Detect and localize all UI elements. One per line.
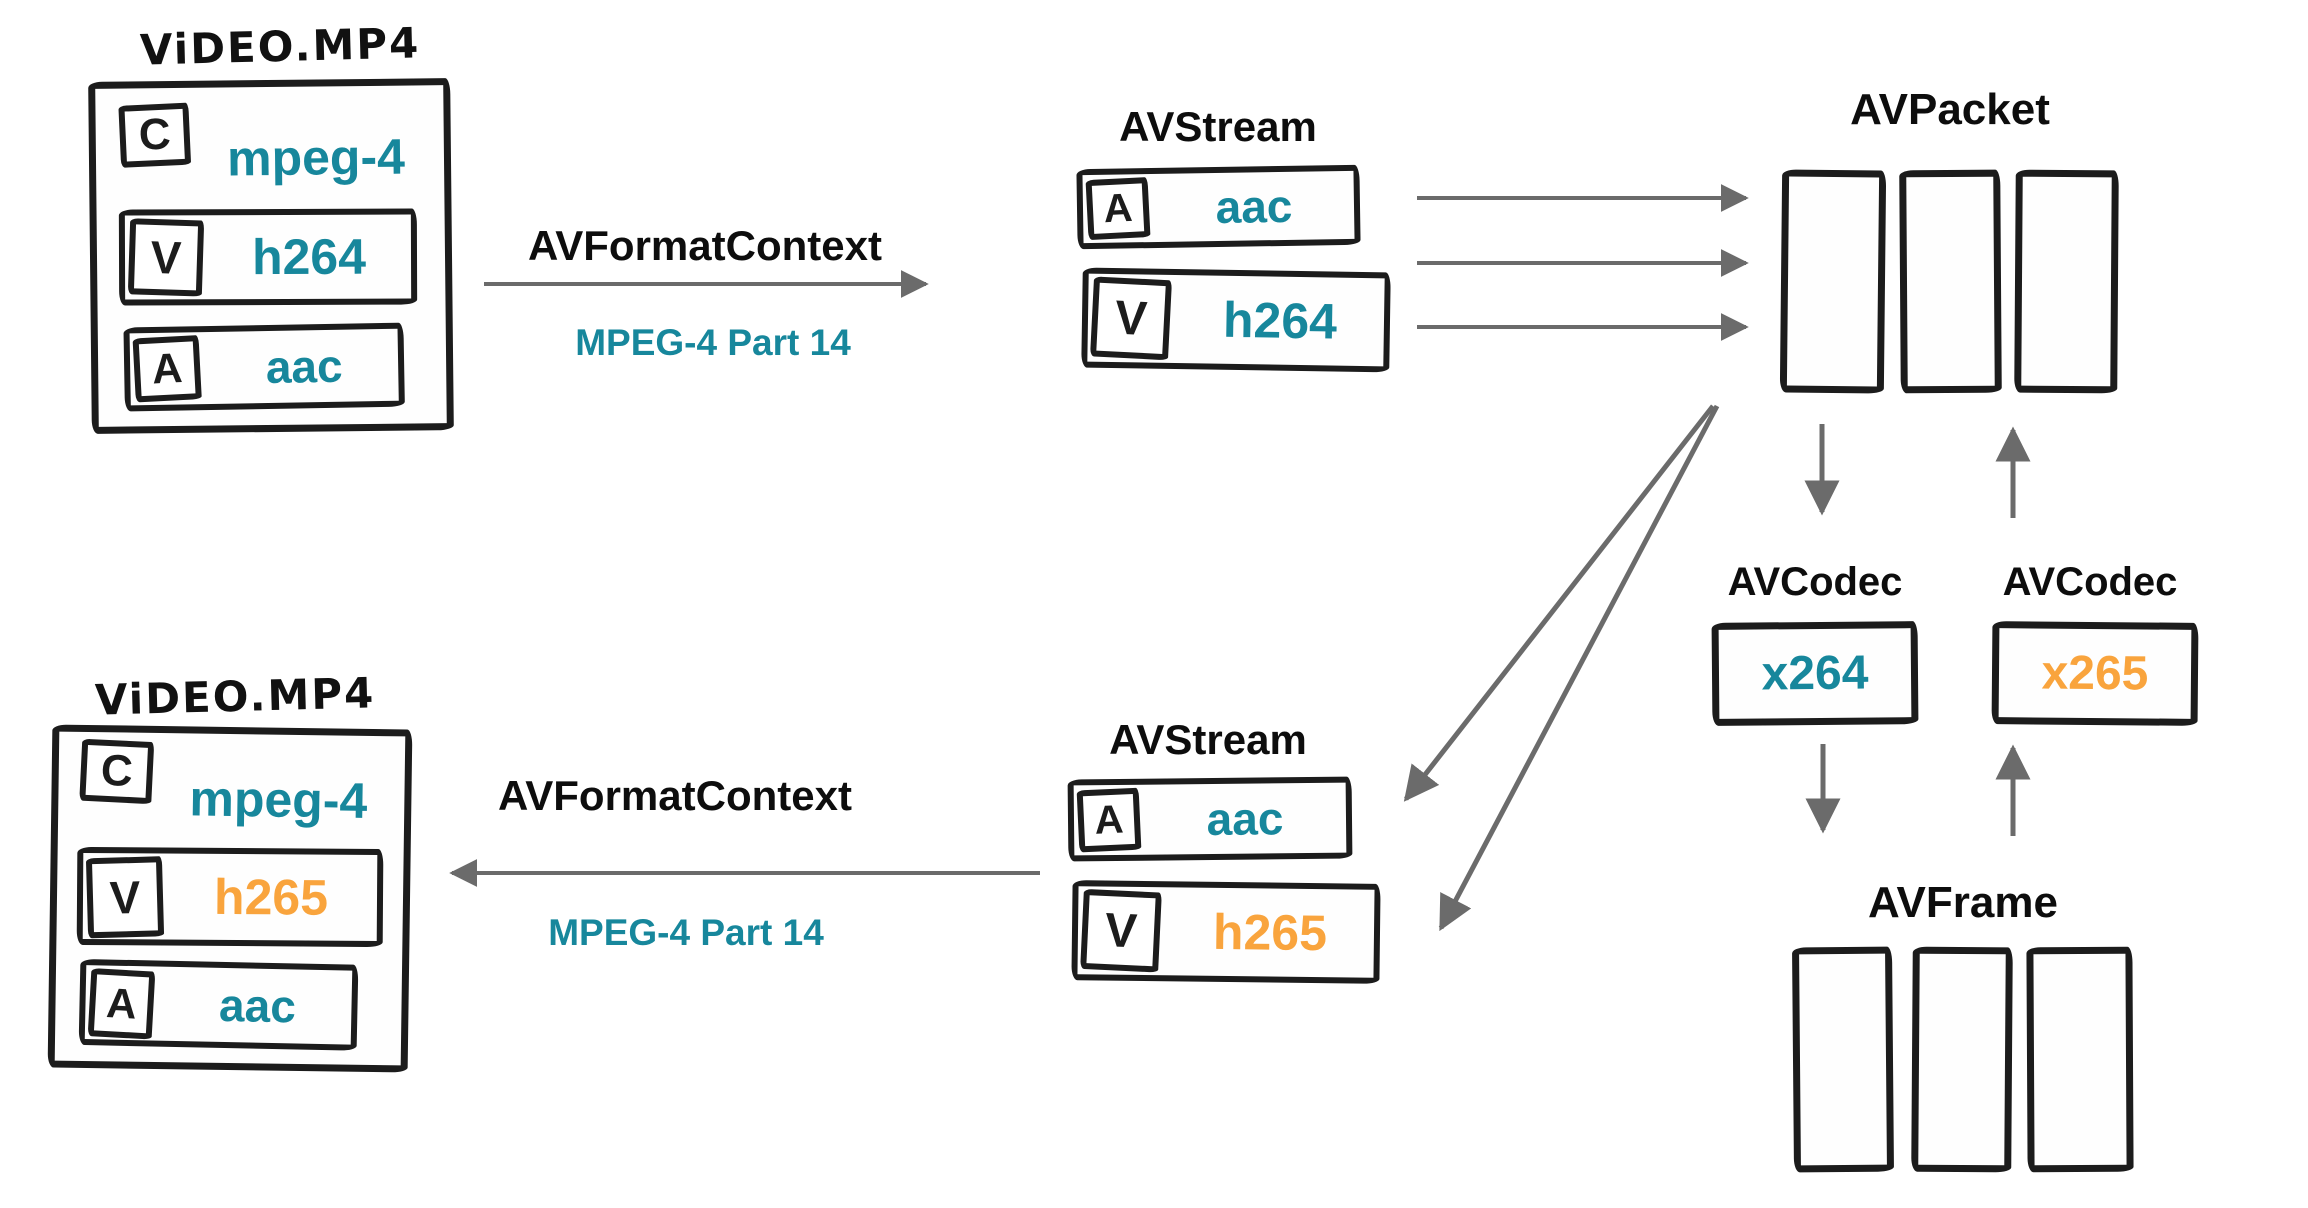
packet-slot [1779,169,1887,394]
demuxer-title: AVFormatContext [528,222,882,269]
output-stream-video-row: V h265 [1071,880,1381,984]
video-tag: V [1090,276,1172,361]
encoder-box: x265 [1991,621,2199,726]
audio-tag: A [87,968,156,1040]
packet-to-outstream-audio-arrow [1403,404,1715,802]
output-file-box: C mpeg-4 V h265 A aac [47,724,413,1073]
frame-slot [1792,946,1894,1173]
audio-codec-value: aac [265,339,343,394]
output-audio-row: A aac [78,958,359,1051]
frame-title: AVFrame [1868,878,2058,927]
video-tag: V [1080,888,1162,973]
video-codec-value: h265 [1212,903,1328,962]
encoder-value: x265 [2041,646,2149,701]
input-stream-video-row: V h264 [1081,267,1391,373]
input-video-row: V h264 [118,208,418,306]
container-tag: C [118,102,192,168]
audio-codec-value: aac [218,978,297,1033]
output-stream-title: AVStream [1109,716,1307,763]
video-codec-value: h264 [251,228,367,286]
demuxer-subtitle: MPEG-4 Part 14 [575,322,851,363]
packet-to-outstream-video-arrow [1438,404,1720,932]
audio-codec-value: aac [1206,792,1284,846]
output-stream-audio-row: A aac [1067,776,1353,862]
input-stream-title: AVStream [1119,103,1317,150]
output-video-row: V h265 [76,846,384,948]
video-tag: V [127,218,205,297]
decoder-box: x264 [1711,621,1919,726]
decoder-title: AVCodec [1727,560,1903,604]
encoder-title: AVCodec [2002,560,2178,604]
input-stream-audio-row: A aac [1076,164,1361,250]
packet-title: AVPacket [1850,85,2050,134]
audio-tag: A [1085,177,1151,241]
audio-codec-value: aac [1215,179,1293,234]
packet-slot [2014,169,2119,394]
output-file-title: ViDEO.MP4 [94,668,376,725]
input-file-title: ViDEO.MP4 [139,18,421,75]
muxer-title: AVFormatContext [498,772,852,819]
packet-slot [1899,169,2002,394]
input-audio-row: A aac [123,322,405,412]
container-tag: C [79,738,155,805]
video-codec-value: h265 [213,868,329,926]
audio-tag: A [132,335,202,403]
audio-tag: A [1076,787,1142,853]
frame-slot [1911,946,2013,1173]
input-file-box: C mpeg-4 V h264 A aac [88,78,454,434]
muxer-subtitle: MPEG-4 Part 14 [548,912,824,953]
container-format-value: mpeg-4 [226,128,406,187]
frame-slot [2026,946,2134,1173]
container-format-value: mpeg-4 [189,770,368,829]
video-tag: V [85,856,165,939]
video-codec-value: h264 [1222,291,1338,350]
decoder-value: x264 [1761,646,1869,701]
